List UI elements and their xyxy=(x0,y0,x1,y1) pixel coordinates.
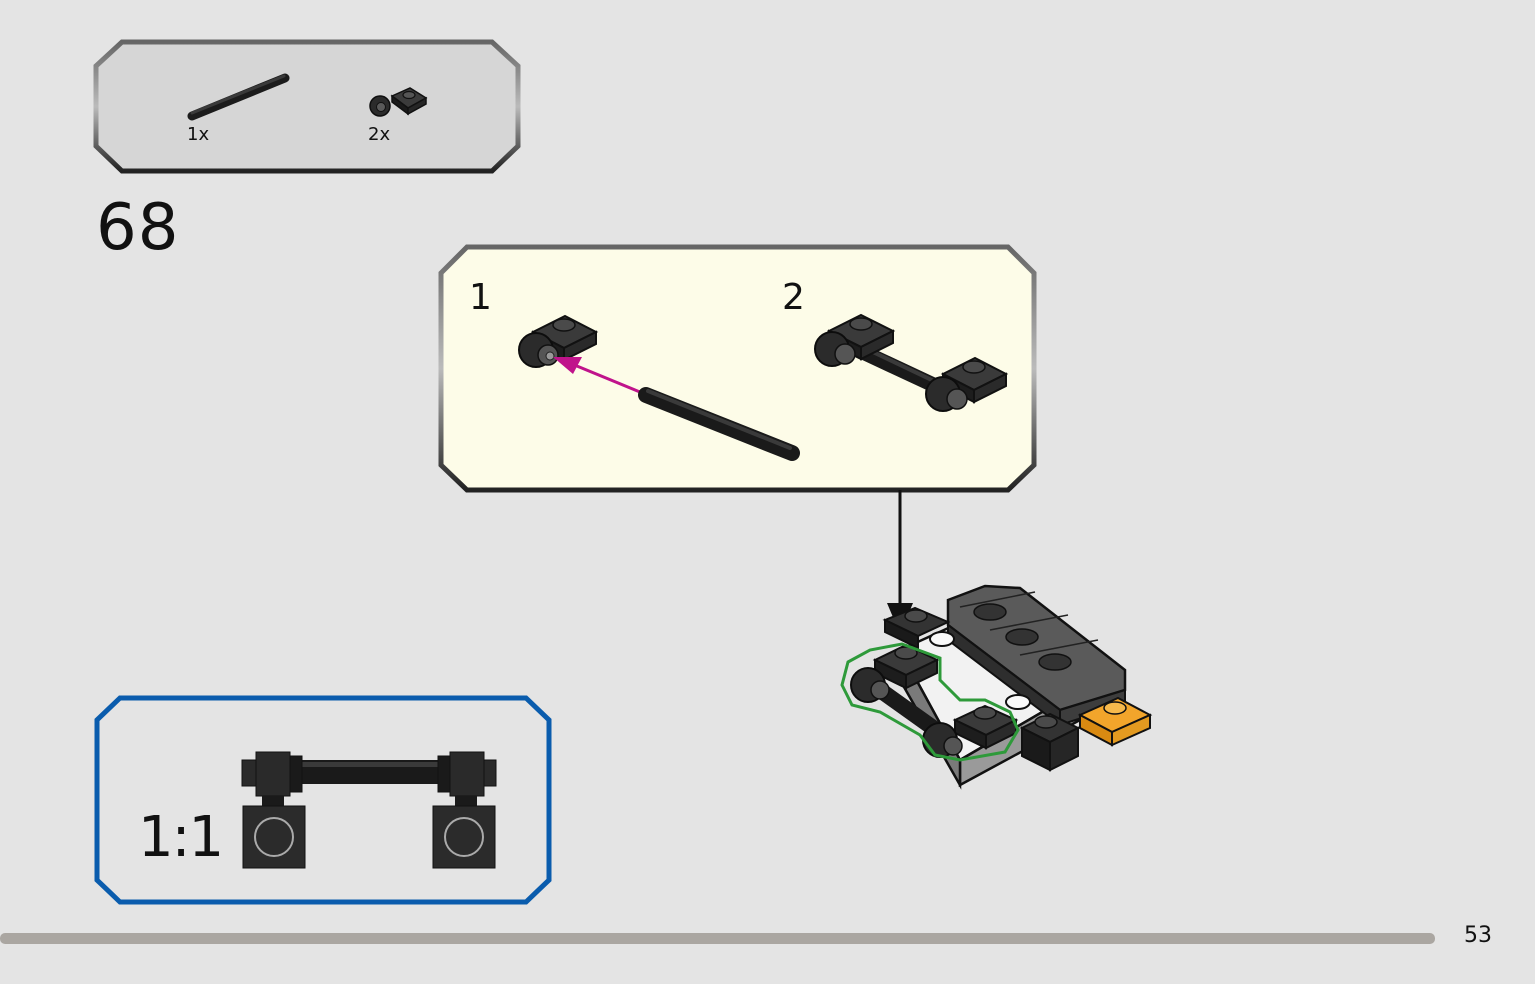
parts-list-panel xyxy=(93,39,521,174)
sub-step-2-assembly xyxy=(814,313,1009,412)
insert-arrow xyxy=(553,357,641,394)
new-subassembly-highlight xyxy=(840,642,1020,762)
page-progress-bar xyxy=(0,933,1435,944)
scale-label: 1:1 xyxy=(138,805,224,870)
main-model xyxy=(840,584,1153,790)
clip-plate-part-icon xyxy=(369,87,428,117)
bar-quantity-label: 1x xyxy=(187,124,210,145)
sub-step-1-clip-plate xyxy=(518,314,599,368)
sub-assembly-callout xyxy=(438,244,1037,493)
scale-box xyxy=(94,695,552,905)
clip-plate-quantity-label: 2x xyxy=(368,124,391,145)
sub-step-1-number: 1 xyxy=(469,277,492,318)
sub-step-2-number: 2 xyxy=(782,277,805,318)
sub-step-1-bar xyxy=(638,387,800,461)
bar-part-icon xyxy=(187,73,290,121)
step-number: 68 xyxy=(96,191,180,265)
scale-reference-part xyxy=(241,751,497,869)
page-number: 53 xyxy=(1464,923,1492,948)
